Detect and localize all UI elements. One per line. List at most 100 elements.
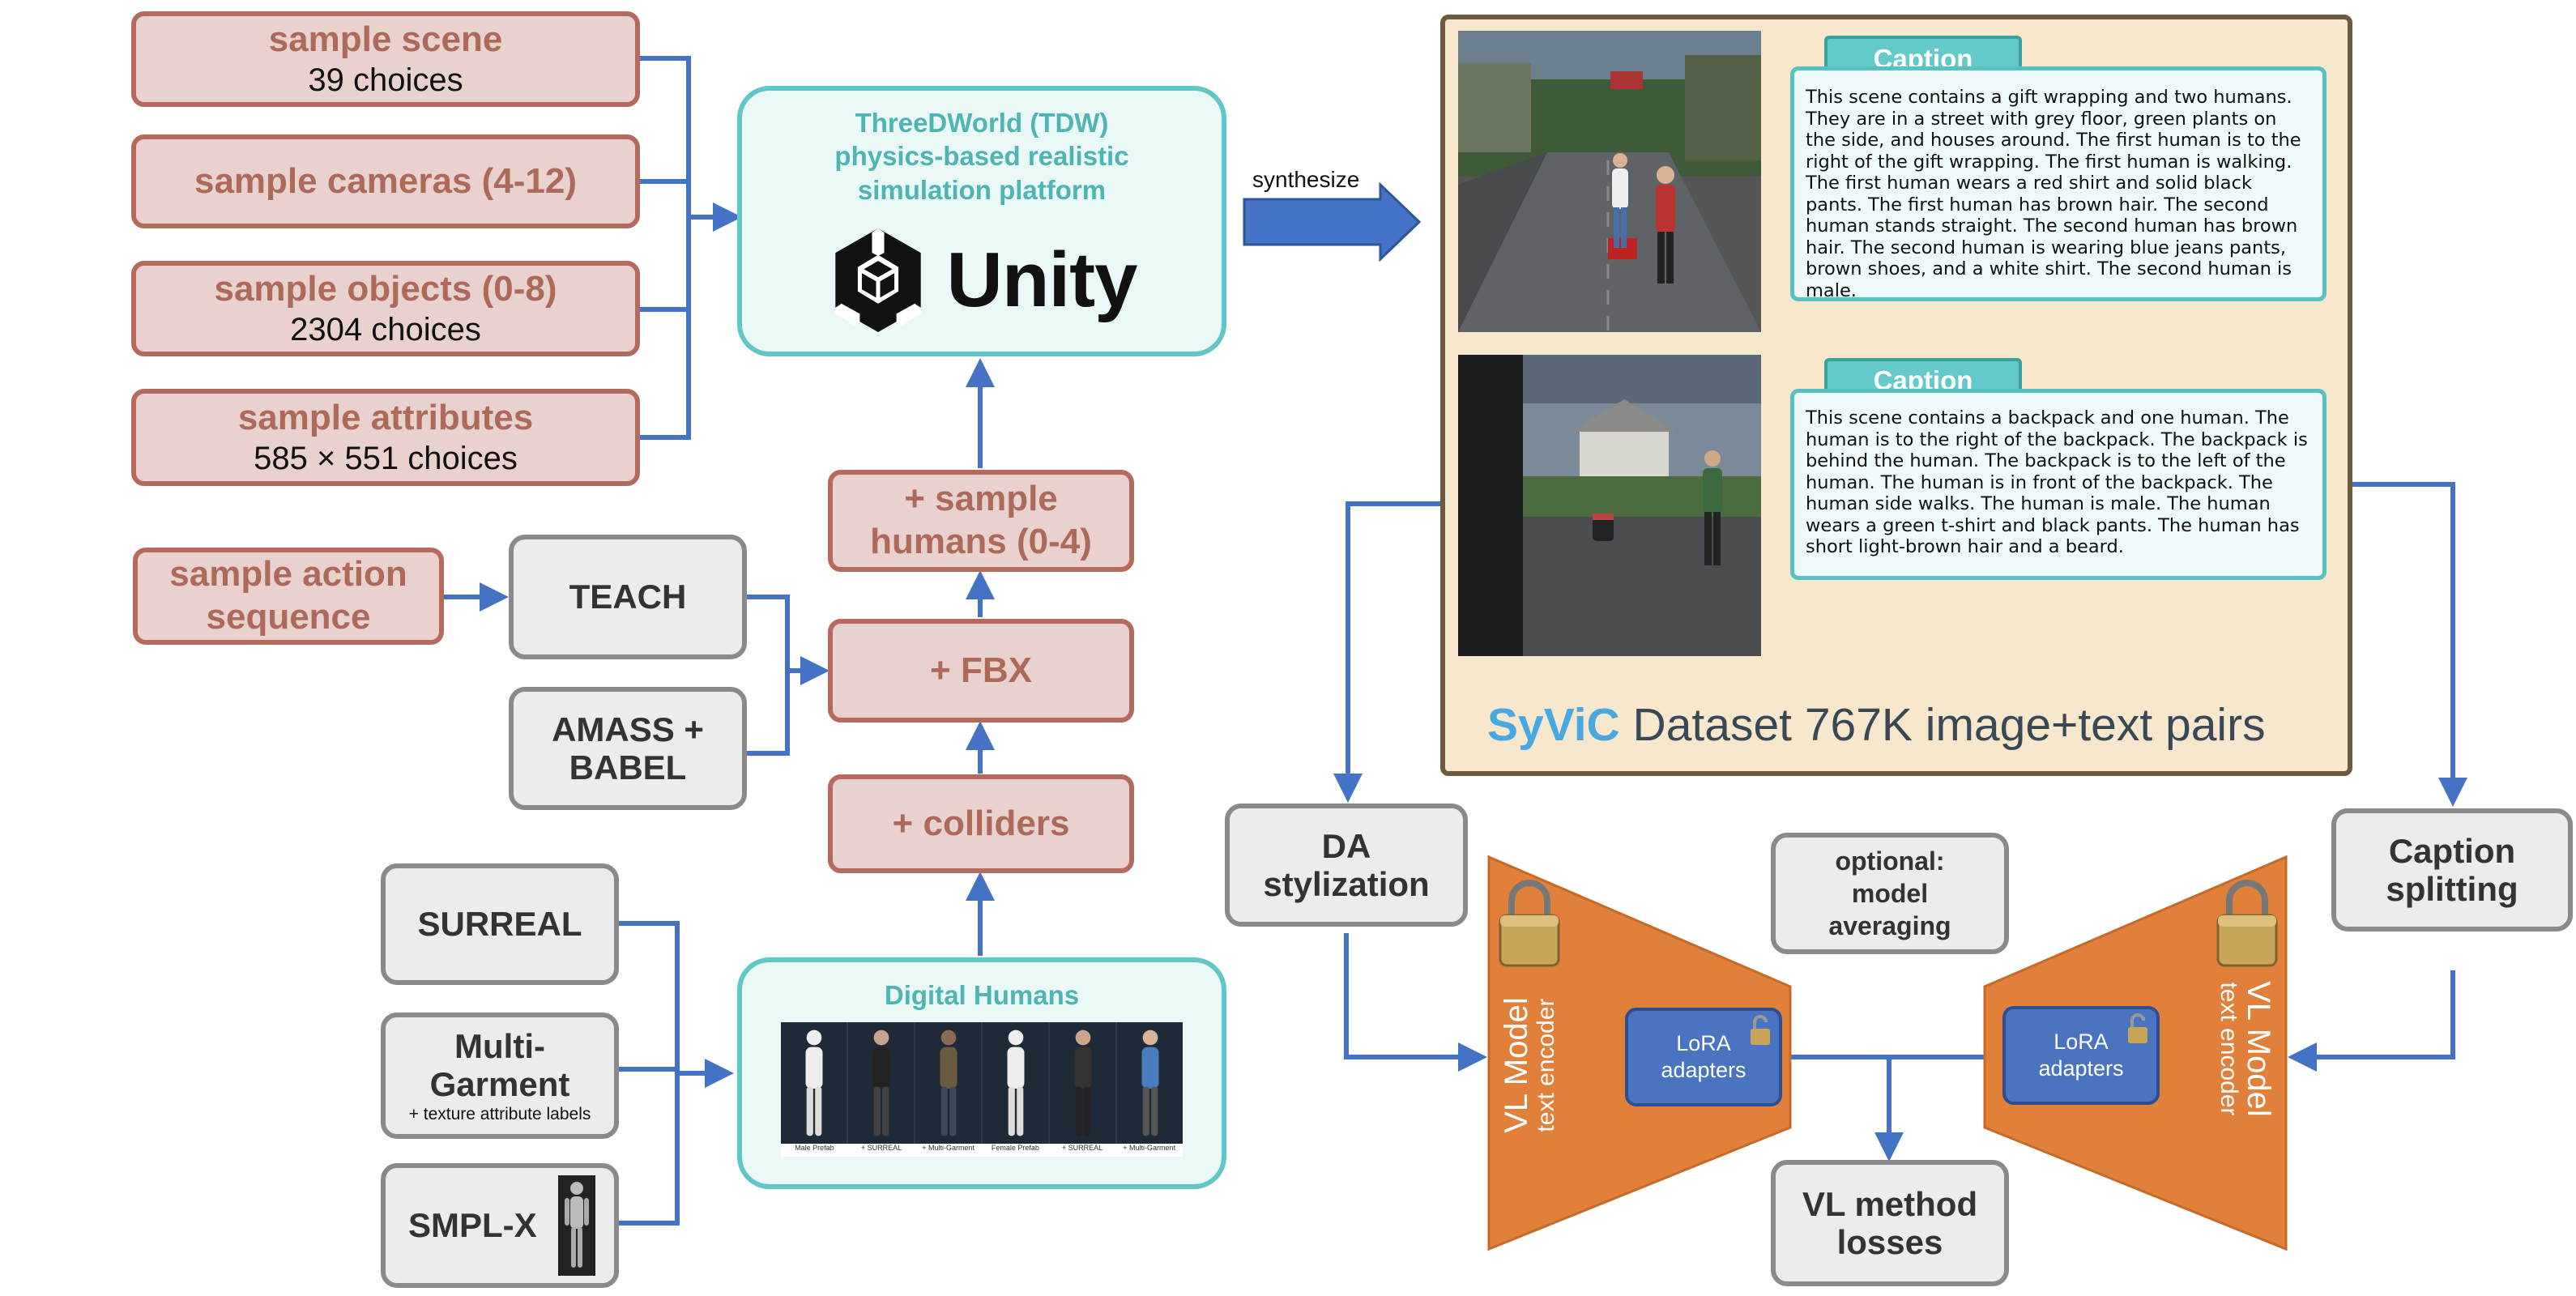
unity-wordmark: Unity — [946, 236, 1138, 323]
lock-icon-left — [1499, 880, 1560, 967]
left-lora-line1: LoRA — [1676, 1031, 1731, 1055]
syvic-dataset-title: SyViC Dataset 767K image+text pairs — [1487, 698, 2266, 752]
unity-logo: Unity — [827, 224, 1138, 336]
tdw-platform-box: ThreeDWorld (TDW) physics-based realisti… — [737, 86, 1226, 356]
vl-method-losses-box: VL method losses — [1771, 1160, 2009, 1286]
caption-split-line2: splitting — [2386, 870, 2518, 908]
right-lora-adapters: LoRA adapters — [2002, 1006, 2160, 1105]
da-stylization-box: DA stylization — [1225, 804, 1468, 927]
sample-objects-box: sample objects (0-8) 2304 choices — [131, 261, 640, 356]
dh-caption: Male Prefab — [795, 1144, 834, 1152]
sample-cameras-label: sample cameras (4-12) — [194, 160, 578, 201]
arrow-dataset-split — [2322, 482, 2467, 807]
arrow-encoders-losses — [1790, 1055, 1985, 1157]
unlock-icon — [1751, 1015, 1770, 1045]
right-vl-model-label: VL Model text encoder — [2203, 968, 2276, 1130]
da-line1: DA — [1321, 826, 1371, 865]
caption-text-1: This scene contains a gift wrapping and … — [1790, 66, 2327, 301]
caption-text-2: This scene contains a backpack and one h… — [1790, 389, 2327, 580]
human-figure — [1117, 1022, 1183, 1144]
digital-humans-box: Digital Humans Male Prefab + SURREAL + M… — [737, 957, 1226, 1189]
smplx-body-thumbnail — [557, 1175, 595, 1276]
synthesize-label: synthesize — [1252, 167, 1360, 192]
arrow-da-encoder — [1344, 933, 1487, 1072]
sample-humans-line2: humans (0-4) — [870, 522, 1092, 561]
human-figure — [915, 1022, 983, 1144]
caption-splitting-box: Caption splitting — [2331, 808, 2573, 932]
unlock-icon — [2128, 1013, 2147, 1043]
sample-attributes-box: sample attributes 585 × 551 choices — [131, 389, 640, 486]
left-lora-line2: adapters — [1661, 1057, 1746, 1082]
losses-line2: losses — [1836, 1223, 1943, 1261]
sample-action-line1: sample action — [169, 554, 407, 595]
fbx-box: + FBX — [828, 619, 1134, 723]
bracket-samples — [640, 56, 737, 440]
smplx-box: SMPL-X — [381, 1163, 619, 1288]
surreal-box: SURREAL — [381, 863, 619, 985]
sample-objects-label: sample objects (0-8) — [214, 268, 557, 309]
multigarment-box: Multi- Garment + texture attribute label… — [381, 1013, 619, 1139]
human-figure — [1050, 1022, 1117, 1144]
lock-icon-right — [2216, 880, 2278, 967]
multigarment-line1: Multi- — [454, 1027, 545, 1066]
da-line2: stylization — [1263, 865, 1430, 903]
losses-line1: VL method — [1802, 1184, 1978, 1223]
right-lora-line1: LoRA — [2054, 1030, 2109, 1054]
arrow-dataset-da — [1333, 501, 1450, 803]
caption-split-line1: Caption — [2388, 831, 2516, 870]
digital-humans-preview — [781, 1022, 1183, 1144]
synthesize-arrow — [1243, 181, 1422, 262]
syvic-description: Dataset 767K image+text pairs — [1619, 699, 2266, 751]
model-averaging-box: optional: model averaging — [1771, 833, 2009, 954]
right-lora-line2: adapters — [2038, 1055, 2124, 1081]
optional-line1: optional: — [1835, 846, 1945, 876]
colliders-box: + colliders — [828, 774, 1134, 873]
optional-line2: model — [1851, 879, 1929, 908]
sample-cameras-box: sample cameras (4-12) — [131, 134, 640, 228]
human-figure — [983, 1022, 1050, 1144]
dh-caption: + SURREAL — [1061, 1144, 1103, 1152]
scene-image-street — [1458, 31, 1761, 332]
fbx-label: + FBX — [930, 650, 1032, 690]
human-figure — [848, 1022, 915, 1144]
sample-humans-line1: + sample — [904, 479, 1058, 519]
sample-scene-label: sample scene — [268, 19, 503, 59]
scene-image-sidewalk — [1458, 355, 1761, 656]
right-text-encoder-title: text encoder — [2216, 982, 2242, 1116]
dh-caption: + Multi-Garment — [922, 1144, 975, 1152]
digital-humans-title: Digital Humans — [884, 980, 1080, 1010]
arrow-split-encoder — [2288, 970, 2455, 1072]
sample-attributes-label: sample attributes — [237, 397, 534, 437]
left-vl-model-title: VL Model — [1499, 997, 1534, 1133]
sample-humans-box: + sample humans (0-4) — [828, 470, 1134, 572]
left-vl-model-label: VL Model text encoder — [1499, 984, 1572, 1146]
teach-label: TEACH — [569, 578, 687, 616]
colliders-label: + colliders — [892, 803, 1070, 843]
tdw-title-line1: ThreeDWorld (TDW) — [855, 108, 1109, 139]
sample-attributes-choices: 585 × 551 choices — [254, 441, 518, 477]
syvic-brand: SyViC — [1487, 699, 1620, 751]
amass-label-line1: AMASS + — [552, 710, 704, 748]
teach-box: TEACH — [509, 535, 747, 659]
sample-action-box: sample action sequence — [133, 548, 444, 645]
multigarment-note: + texture attribute labels — [408, 1105, 591, 1124]
amass-babel-box: AMASS + BABEL — [509, 687, 747, 810]
sample-scene-box: sample scene 39 choices — [131, 11, 640, 107]
dh-caption: + SURREAL — [860, 1144, 902, 1152]
optional-line3: averaging — [1828, 911, 1951, 940]
left-lora-adapters: LoRA adapters — [1625, 1008, 1782, 1106]
amass-label-line2: BABEL — [569, 748, 687, 787]
multigarment-line2: Garment — [429, 1065, 570, 1104]
tdw-title-line3: simulation platform — [857, 174, 1107, 205]
smplx-label: SMPL-X — [408, 1206, 537, 1245]
tdw-title-line2: physics-based realistic — [834, 141, 1129, 172]
surreal-label: SURREAL — [417, 905, 582, 944]
right-vl-model-title: VL Model — [2241, 981, 2276, 1117]
dh-caption: + Multi-Garment — [1123, 1144, 1176, 1152]
sample-scene-choices: 39 choices — [308, 62, 463, 99]
unity-cube-icon — [834, 228, 921, 332]
human-figure — [781, 1022, 848, 1144]
bracket-motion — [745, 595, 825, 756]
sample-objects-choices: 2304 choices — [290, 312, 481, 348]
digital-humans-captions: Male Prefab + SURREAL + Multi-Garment Fe… — [781, 1144, 1183, 1157]
